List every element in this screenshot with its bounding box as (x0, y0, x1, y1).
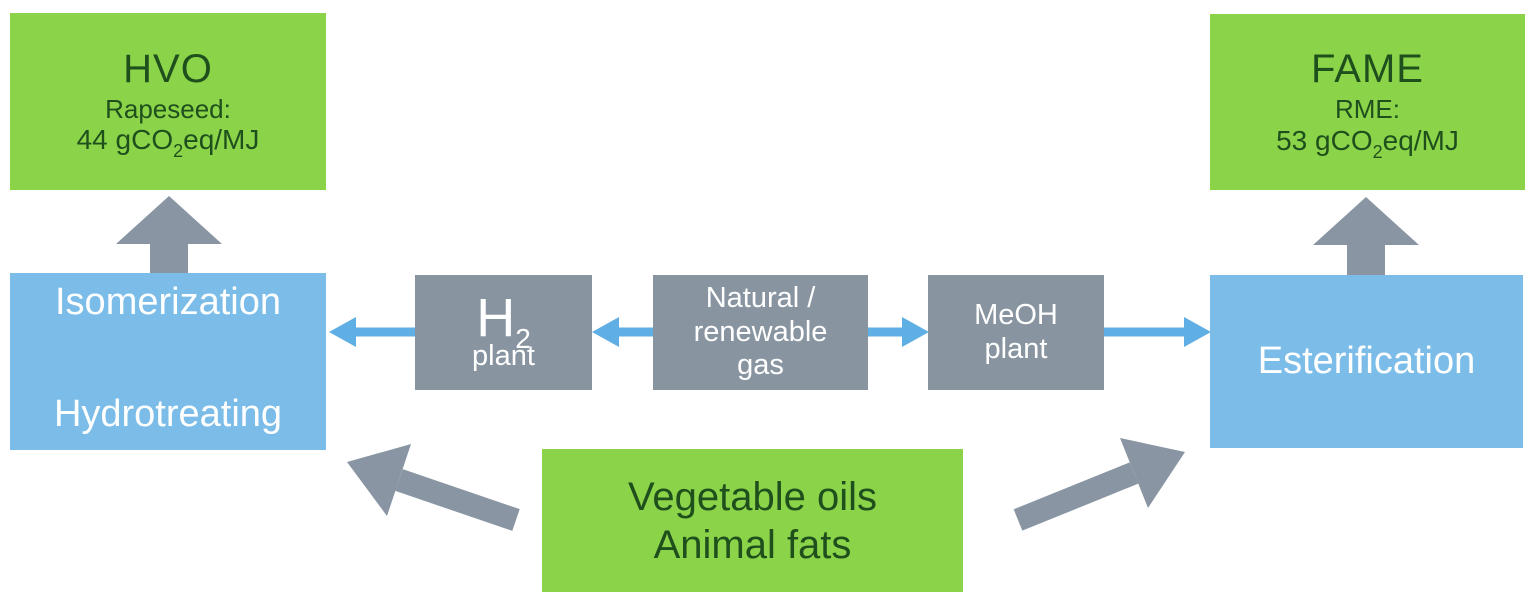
hvo-title: HVO (123, 46, 213, 91)
arrow-meoh-plant-to-esterification-icon (1102, 317, 1211, 347)
hvo-subtitle: Rapeseed: (105, 93, 231, 124)
h2-plant-label: plant (472, 339, 535, 372)
h2-plant-box: H2 plant (415, 275, 592, 390)
esterification-unit-box: Esterification (1210, 275, 1523, 448)
fame-product-box: FAME RME: 53 gCO2eq/MJ (1210, 14, 1525, 190)
arrow-gas-to-meoh-plant-icon (866, 317, 929, 347)
arrow-gas-to-h2-plant-icon (592, 317, 655, 347)
arrow-esterification-to-fame-icon (1313, 197, 1419, 275)
feedstock-label: Vegetable oils Animal fats (627, 474, 878, 567)
isomerization-label: Isomerization (55, 281, 281, 323)
hvo-product-box: HVO Rapeseed: 44 gCO2eq/MJ (10, 13, 326, 190)
hvo-emission-value: 44 gCO2eq/MJ (76, 124, 260, 162)
h2-symbol: H2 (476, 287, 531, 354)
esterification-label: Esterification (1257, 340, 1476, 382)
fame-emission-value: 53 gCO2eq/MJ (1276, 124, 1459, 162)
hydrotreating-label: Hydrotreating (53, 393, 283, 435)
hydrotreating-unit-box: Isomerization Hydrotreating (10, 273, 326, 450)
feedstock-box: Vegetable oils Animal fats (542, 449, 963, 592)
arrow-feedstock-to-esterification-icon (1013, 438, 1185, 531)
natural-gas-box: Natural / renewable gas (653, 275, 868, 390)
natural-gas-label: Natural / renewable gas (693, 282, 828, 382)
meoh-plant-label: MeOH plant (974, 299, 1058, 365)
fame-subtitle: RME: (1335, 94, 1400, 125)
fame-title: FAME (1311, 47, 1424, 92)
arrow-h2-plant-to-hydrotreating-icon (329, 317, 417, 347)
meoh-plant-box: MeOH plant (928, 275, 1104, 390)
arrow-feedstock-to-hydrotreating-icon (347, 444, 520, 531)
arrow-isomerization-to-hvo-icon (116, 196, 222, 273)
